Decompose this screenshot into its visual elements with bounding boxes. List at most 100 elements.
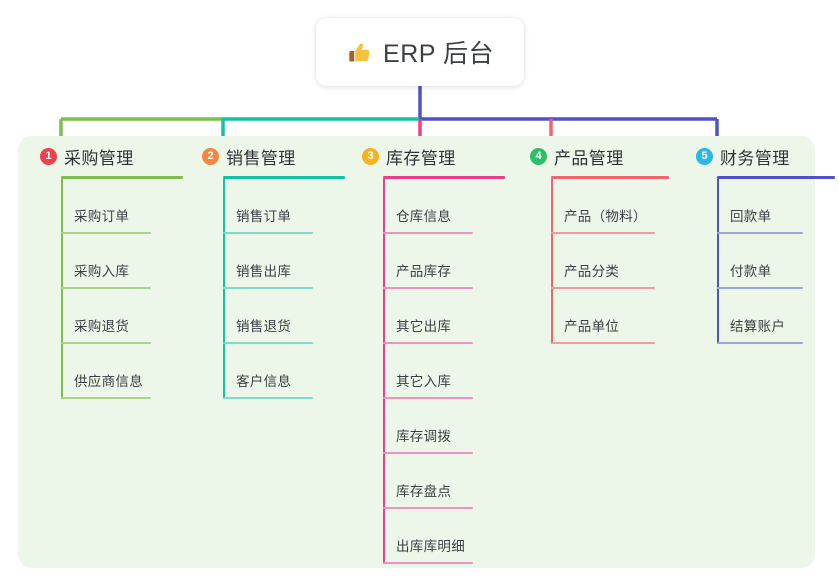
list-item-rule: [383, 562, 473, 564]
column-header-3[interactable]: 3 库存管理: [352, 142, 505, 170]
list-item-rule: [383, 397, 473, 399]
list-item[interactable]: 销售出库: [192, 234, 345, 289]
list-item-rule: [61, 397, 151, 399]
list-item-label: 回款单: [730, 209, 772, 224]
list-item[interactable]: 产品单位: [520, 289, 669, 344]
list-item[interactable]: 其它出库: [352, 289, 505, 344]
list-item[interactable]: 销售退货: [192, 289, 345, 344]
list-item[interactable]: 结算账户: [686, 289, 835, 344]
list-item-label: 其它出库: [396, 319, 452, 334]
list-item-rule: [223, 342, 313, 344]
column-items-4: 产品（物料） 产品分类产品单位: [520, 179, 669, 344]
list-item-label: 销售订单: [236, 209, 292, 224]
list-item-label: 采购订单: [74, 209, 130, 224]
list-item-rule: [383, 232, 473, 234]
column-spine-1: [61, 179, 63, 399]
list-item-rule: [551, 232, 655, 234]
root-node[interactable]: ERP 后台: [316, 18, 524, 86]
thumbs-up-icon: [349, 42, 370, 62]
list-item-label: 结算账户: [730, 319, 786, 334]
list-item[interactable]: 销售订单: [192, 179, 345, 234]
column-badge-4: 4: [530, 147, 547, 165]
list-item-rule: [223, 397, 313, 399]
list-item-rule: [383, 342, 473, 344]
list-item[interactable]: 回款单: [686, 179, 835, 234]
list-item-label: 产品分类: [564, 264, 620, 279]
list-item[interactable]: 产品（物料）: [520, 179, 669, 234]
list-item-label: 库存调拨: [396, 429, 452, 444]
list-item[interactable]: 付款单: [686, 234, 835, 289]
list-item-label: 产品单位: [564, 319, 620, 334]
list-item-rule: [383, 507, 473, 509]
list-item-label: 仓库信息: [396, 209, 452, 224]
root-title: ERP 后台: [383, 40, 494, 68]
list-item-label: 采购退货: [74, 319, 130, 334]
list-item[interactable]: 采购入库: [30, 234, 183, 289]
column-5: 5 财务管理回款单付款单结算账户: [686, 142, 835, 344]
list-item-label: 客户信息: [236, 374, 292, 389]
list-item[interactable]: 采购订单: [30, 179, 183, 234]
column-spine-2: [223, 179, 225, 399]
column-items-3: 仓库信息产品库存其它出库其它入库库存调拨库存盘点出库库明细: [352, 179, 505, 564]
list-item[interactable]: 仓库信息: [352, 179, 505, 234]
list-item-rule: [717, 342, 803, 344]
list-item[interactable]: 出库库明细: [352, 509, 505, 564]
list-item-rule: [717, 232, 803, 234]
column-spine-3: [383, 179, 385, 564]
list-item-label: 其它入库: [396, 374, 452, 389]
column-rule-1: [61, 176, 183, 179]
column-items-1: 采购订单采购入库采购退货供应商信息: [30, 179, 183, 399]
list-item-label: 产品库存: [396, 264, 452, 279]
column-rule-3: [383, 176, 505, 179]
list-item[interactable]: 库存盘点: [352, 454, 505, 509]
list-item-rule: [61, 287, 151, 289]
column-spine-4: [551, 179, 553, 344]
column-title-4: 产品管理: [554, 148, 624, 168]
column-4: 4 产品管理产品（物料） 产品分类产品单位: [520, 142, 669, 344]
list-item-label: 产品（物料）: [564, 209, 647, 224]
column-title-5: 财务管理: [720, 148, 790, 168]
list-item-label: 出库库明细: [396, 539, 465, 554]
list-item-rule: [383, 452, 473, 454]
column-header-4[interactable]: 4 产品管理: [520, 142, 669, 170]
column-items-5: 回款单付款单结算账户: [686, 179, 835, 344]
column-rule-2: [223, 176, 345, 179]
column-header-5[interactable]: 5 财务管理: [686, 142, 835, 170]
column-rule-4: [551, 176, 669, 179]
list-item-rule: [61, 342, 151, 344]
list-item-rule: [383, 287, 473, 289]
list-item[interactable]: 客户信息: [192, 344, 345, 399]
list-item-label: 采购入库: [74, 264, 130, 279]
column-badge-5: 5: [696, 147, 713, 165]
column-badge-3: 3: [362, 147, 379, 165]
list-item-rule: [717, 287, 803, 289]
column-spine-5: [717, 179, 719, 344]
list-item-rule: [223, 232, 313, 234]
list-item[interactable]: 采购退货: [30, 289, 183, 344]
list-item-label: 付款单: [730, 264, 772, 279]
list-item-rule: [551, 342, 655, 344]
sections-panel: [18, 136, 815, 568]
list-item[interactable]: 其它入库: [352, 344, 505, 399]
column-rule-5: [717, 176, 835, 179]
list-item-rule: [223, 287, 313, 289]
list-item-rule: [551, 287, 655, 289]
list-item-label: 库存盘点: [396, 484, 452, 499]
list-item[interactable]: 库存调拨: [352, 399, 505, 454]
list-item-label: 销售退货: [236, 319, 292, 334]
column-title-2: 销售管理: [226, 148, 296, 168]
column-3: 3 库存管理仓库信息产品库存其它出库其它入库库存调拨库存盘点出库库明细: [352, 142, 505, 564]
list-item-label: 供应商信息: [74, 374, 143, 389]
column-title-3: 库存管理: [386, 148, 456, 168]
list-item-label: 销售出库: [236, 264, 292, 279]
column-items-2: 销售订单销售出库销售退货客户信息: [192, 179, 345, 399]
list-item[interactable]: 产品库存: [352, 234, 505, 289]
list-item[interactable]: 供应商信息: [30, 344, 183, 399]
list-item[interactable]: 产品分类: [520, 234, 669, 289]
column-title-1: 采购管理: [64, 148, 134, 168]
